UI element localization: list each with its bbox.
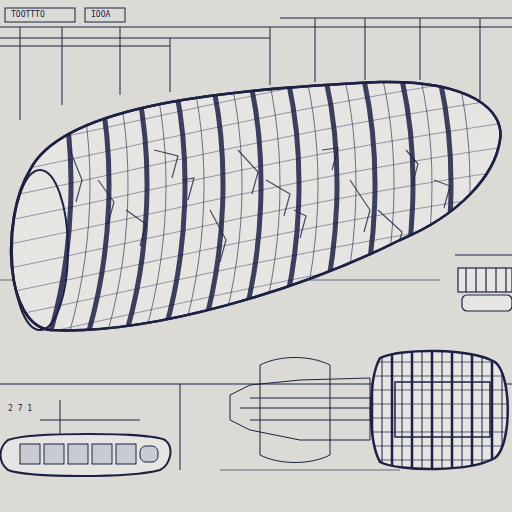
- plan-view-capsule: [1, 434, 171, 476]
- dimension-lines: [0, 8, 512, 470]
- drawing-label: 2 7 1: [6, 404, 34, 414]
- hull-end-cap: [12, 170, 68, 330]
- detail-part: [458, 268, 512, 311]
- drawing-label: TOOTTTO: [9, 10, 47, 20]
- side-view-engine: [230, 345, 512, 475]
- hull-ribs: [0, 50, 512, 350]
- drawing-label: IOOA: [89, 10, 112, 20]
- hull-outline-top: [11, 82, 500, 330]
